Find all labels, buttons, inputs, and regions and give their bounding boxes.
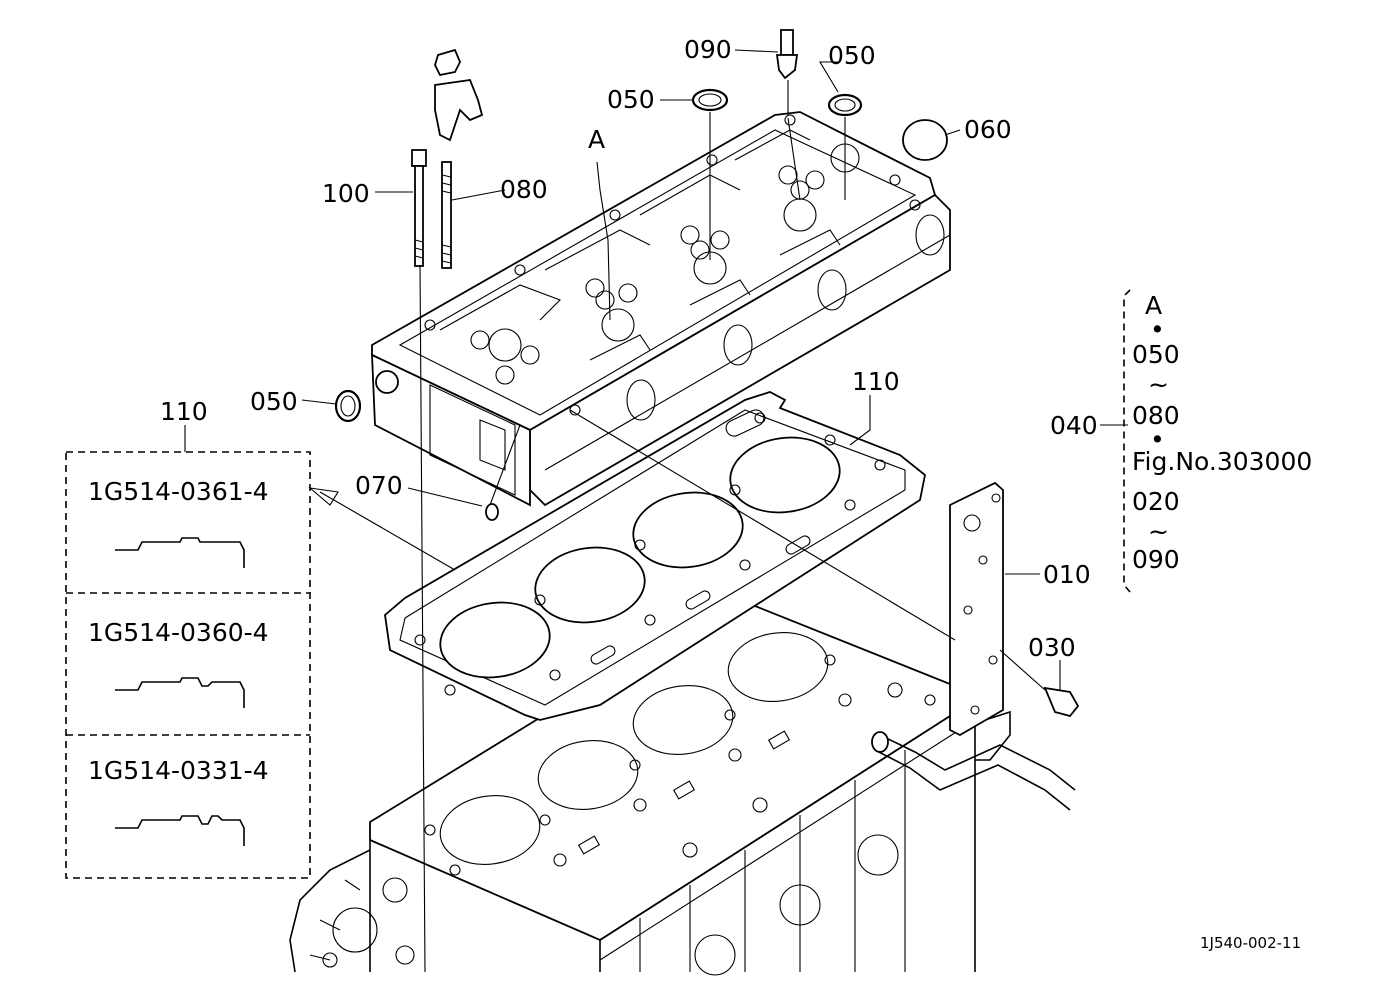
engine-block xyxy=(289,596,1076,976)
callout-A: A xyxy=(588,125,605,154)
head-gasket xyxy=(384,391,926,721)
kit-line: ~ xyxy=(1148,370,1169,399)
leader-lines xyxy=(301,49,1128,973)
cylinder-head xyxy=(371,111,951,507)
kit-line: 090 xyxy=(1132,545,1180,574)
gasket-variants-box xyxy=(65,425,311,879)
stud-080 xyxy=(441,161,452,269)
callout-050-top-right: 050 xyxy=(828,41,876,70)
kit-line: 050 xyxy=(1132,340,1180,369)
callout-110-right: 110 xyxy=(852,367,900,396)
callout-030: 030 xyxy=(1028,633,1076,662)
part-090-nozzle xyxy=(775,29,799,80)
part-070 xyxy=(485,503,499,521)
kit-line: A xyxy=(1145,291,1162,320)
callout-040: 040 xyxy=(1050,411,1098,440)
bracket-assembly-top xyxy=(434,48,484,142)
kit-line: 080 xyxy=(1132,401,1180,430)
callout-labels: 090 050 050 060 A 100 080 050 110 110 07… xyxy=(88,35,1312,952)
bolt-030 xyxy=(1043,686,1080,718)
variant-part-no: 1G514-0360-4 xyxy=(88,618,269,647)
kit-line: • xyxy=(1150,315,1165,344)
callout-060: 060 xyxy=(964,115,1012,144)
kit-bracket xyxy=(1123,289,1131,593)
plug-060 xyxy=(902,119,948,161)
kit-line: 020 xyxy=(1132,487,1180,516)
callout-080: 080 xyxy=(500,175,548,204)
seal-rings-050 xyxy=(334,88,863,423)
variant-part-no: 1G514-0361-4 xyxy=(88,477,269,506)
callout-070: 070 xyxy=(355,471,403,500)
plate-010 xyxy=(949,481,1004,737)
kit-line: ~ xyxy=(1148,517,1169,546)
figure-code: 1J540-002-11 xyxy=(1200,934,1301,952)
callout-110-left: 110 xyxy=(160,397,208,426)
kit-line: • xyxy=(1150,425,1165,454)
callout-100: 100 xyxy=(322,179,370,208)
callout-050-top-left: 050 xyxy=(607,85,655,114)
callout-010: 010 xyxy=(1043,560,1091,589)
kit-line: Fig.No.303000 xyxy=(1132,447,1312,476)
callout-090: 090 xyxy=(684,35,732,64)
head-bolt-100 xyxy=(411,149,427,267)
variant-part-no: 1G514-0331-4 xyxy=(88,756,269,785)
callout-050-left: 050 xyxy=(250,387,298,416)
